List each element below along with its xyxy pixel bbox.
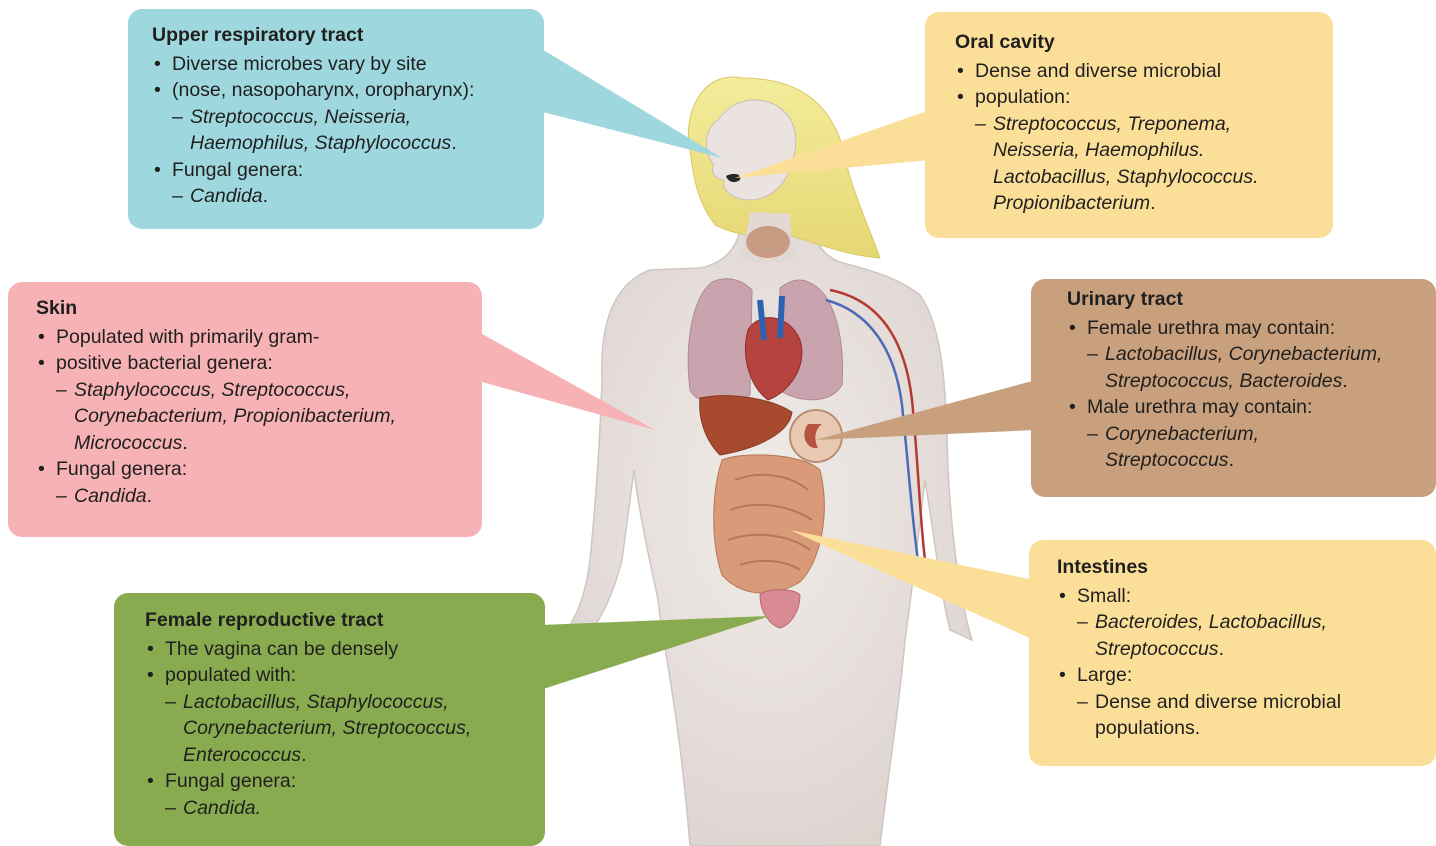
bullet-item: Fungal genera: [152,157,524,184]
bullet-item: Small: [1057,583,1426,610]
upper-respiratory-box: Upper respiratory tract Diverse microbes… [128,9,544,229]
sub-item: –Dense and diverse microbial [1057,689,1426,716]
skin-box: Skin Populated with primarily gram- posi… [8,282,482,537]
oral-cavity-box: Oral cavity Dense and diverse microbial … [925,12,1333,238]
sub-item: –Corynebacterium, [1067,421,1428,448]
urinary-tract-box: Urinary tract Female urethra may contain… [1031,279,1436,497]
sub-item: –Staphylococcus, Streptococcus, [36,377,466,404]
intestines-box: Intestines Small: –Bacteroides, Lactobac… [1029,540,1436,766]
female-reproductive-title: Female reproductive tract [145,607,529,634]
sub-continuation: Lactobacillus, Staphylococcus. [955,164,1313,191]
sub-item: –Candida. [36,483,466,510]
bullet-item: Dense and diverse microbial [955,58,1313,85]
bullet-continuation: positive bacterial genera: [36,350,466,377]
sub-continuation: Micrococcus. [36,430,466,457]
bullet-item: Female urethra may contain: [1067,315,1428,342]
bullet-item: Diverse microbes vary by site [152,51,524,78]
bullet-item: The vagina can be densely [145,636,529,663]
female-reproductive-box: Female reproductive tract The vagina can… [114,593,545,846]
urinary-tract-title: Urinary tract [1067,286,1428,313]
sub-continuation: Streptococcus. [1057,636,1426,663]
upper-respiratory-title: Upper respiratory tract [152,22,524,49]
bullet-continuation: population: [955,84,1313,111]
sub-item: –Streptococcus, Treponema, [955,111,1313,138]
sub-continuation: populations. [1057,715,1426,742]
oral-cavity-title: Oral cavity [955,29,1313,56]
body-silhouette [560,77,972,846]
intestines-title: Intestines [1057,554,1426,581]
sub-item: –Candida. [152,183,524,210]
sub-continuation: Propionibacterium. [955,190,1313,217]
sub-item: –Streptococcus, Neisseria, [152,104,524,131]
sub-item: –Bacteroides, Lactobacillus, [1057,609,1426,636]
skin-title: Skin [36,295,466,322]
sub-continuation: Streptococcus, Bacteroides. [1067,368,1428,395]
bullet-item: Fungal genera: [36,456,466,483]
sub-continuation: Corynebacterium, Streptococcus, [145,715,529,742]
sub-continuation: Neisseria, Haemophilus. [955,137,1313,164]
bullet-item: Fungal genera: [145,768,529,795]
sub-continuation: Streptococcus. [1067,447,1428,474]
bullet-continuation: (nose, nasopoharynx, oropharynx): [152,77,524,104]
bullet-item: Male urethra may contain: [1067,394,1428,421]
sub-item: –Candida. [145,795,529,822]
sub-continuation: Haemophilus, Staphylococcus. [152,130,524,157]
sub-continuation: Enterococcus. [145,742,529,769]
bullet-continuation: populated with: [145,662,529,689]
sub-item: –Lactobacillus, Corynebacterium, [1067,341,1428,368]
bullet-item: Large: [1057,662,1426,689]
sub-item: –Lactobacillus, Staphylococcus, [145,689,529,716]
bullet-item: Populated with primarily gram- [36,324,466,351]
sub-continuation: Corynebacterium, Propionibacterium, [36,403,466,430]
